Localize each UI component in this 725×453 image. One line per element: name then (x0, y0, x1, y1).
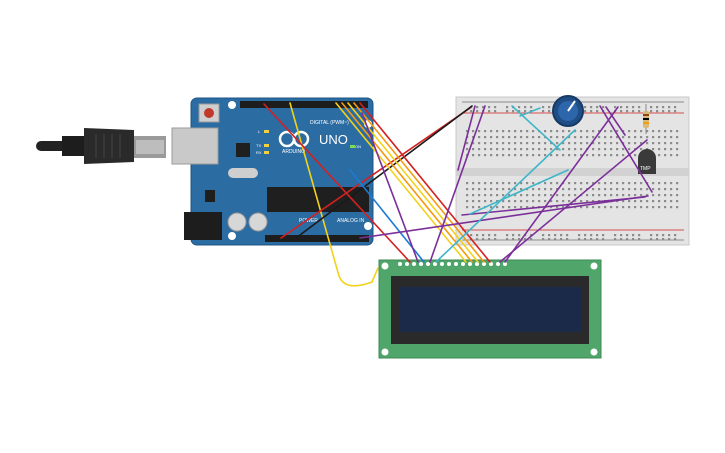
wire-orange-d4 (353, 102, 485, 263)
lcd-pin-header (398, 262, 507, 266)
wires (263, 102, 653, 287)
digital-header (240, 101, 368, 108)
analog-label: ANALOG IN (337, 218, 365, 224)
wire-purple-bb-5 (499, 139, 648, 263)
wire-purple-d2 (361, 112, 419, 263)
led-tx-label: TX (256, 143, 261, 148)
wire-cyan-3 (469, 169, 569, 215)
wire-purple-bb-2 (457, 105, 476, 171)
wire-purple-bb-6 (461, 196, 646, 216)
wire-purple-analog (359, 195, 649, 239)
wire-red-lcd (263, 103, 411, 263)
model-label: UNO (319, 132, 348, 147)
temperature-sensor[interactable]: TMP (638, 149, 656, 174)
wire-yellow-vo (289, 102, 379, 287)
lcd-screen (399, 287, 581, 332)
power-jack (184, 212, 222, 240)
digital-label: DIGITAL (PWM~) (310, 120, 349, 126)
arduino-logo-icon (278, 130, 310, 148)
wire-cyan-4 (519, 107, 541, 117)
led-rx-label: RX (256, 150, 262, 155)
power-label: POWER (299, 218, 318, 224)
wire-purple-bb-3 (504, 106, 619, 263)
wire-purple-bb-4 (599, 105, 653, 193)
usb-port (171, 127, 219, 165)
usb-cable (36, 128, 166, 164)
arduino-uno-board[interactable]: UNO ARDUINO DIGITAL (PWM~) POWER ANALOG … (171, 97, 374, 246)
wire-purple-bb-7 (605, 106, 626, 136)
led-l-label: L (258, 129, 261, 134)
sensor-label: TMP (640, 166, 651, 172)
wire-yellow-d12 (335, 102, 467, 263)
brand-label: ARDUINO (282, 149, 305, 155)
resistor (643, 104, 649, 134)
wire-purple-bb-1 (429, 105, 486, 263)
wire-red-d3 (359, 102, 491, 263)
lcd-display[interactable] (378, 259, 602, 359)
wire-cyan-2 (435, 129, 576, 263)
wire-yellow-d5 (347, 102, 479, 263)
wire-cyan-1 (511, 105, 561, 151)
on-label: ON (355, 144, 361, 149)
power-analog-header (265, 235, 369, 242)
wire-red-power (280, 107, 471, 239)
wire-orange-d11 (341, 102, 473, 263)
potentiometer[interactable] (552, 95, 584, 127)
